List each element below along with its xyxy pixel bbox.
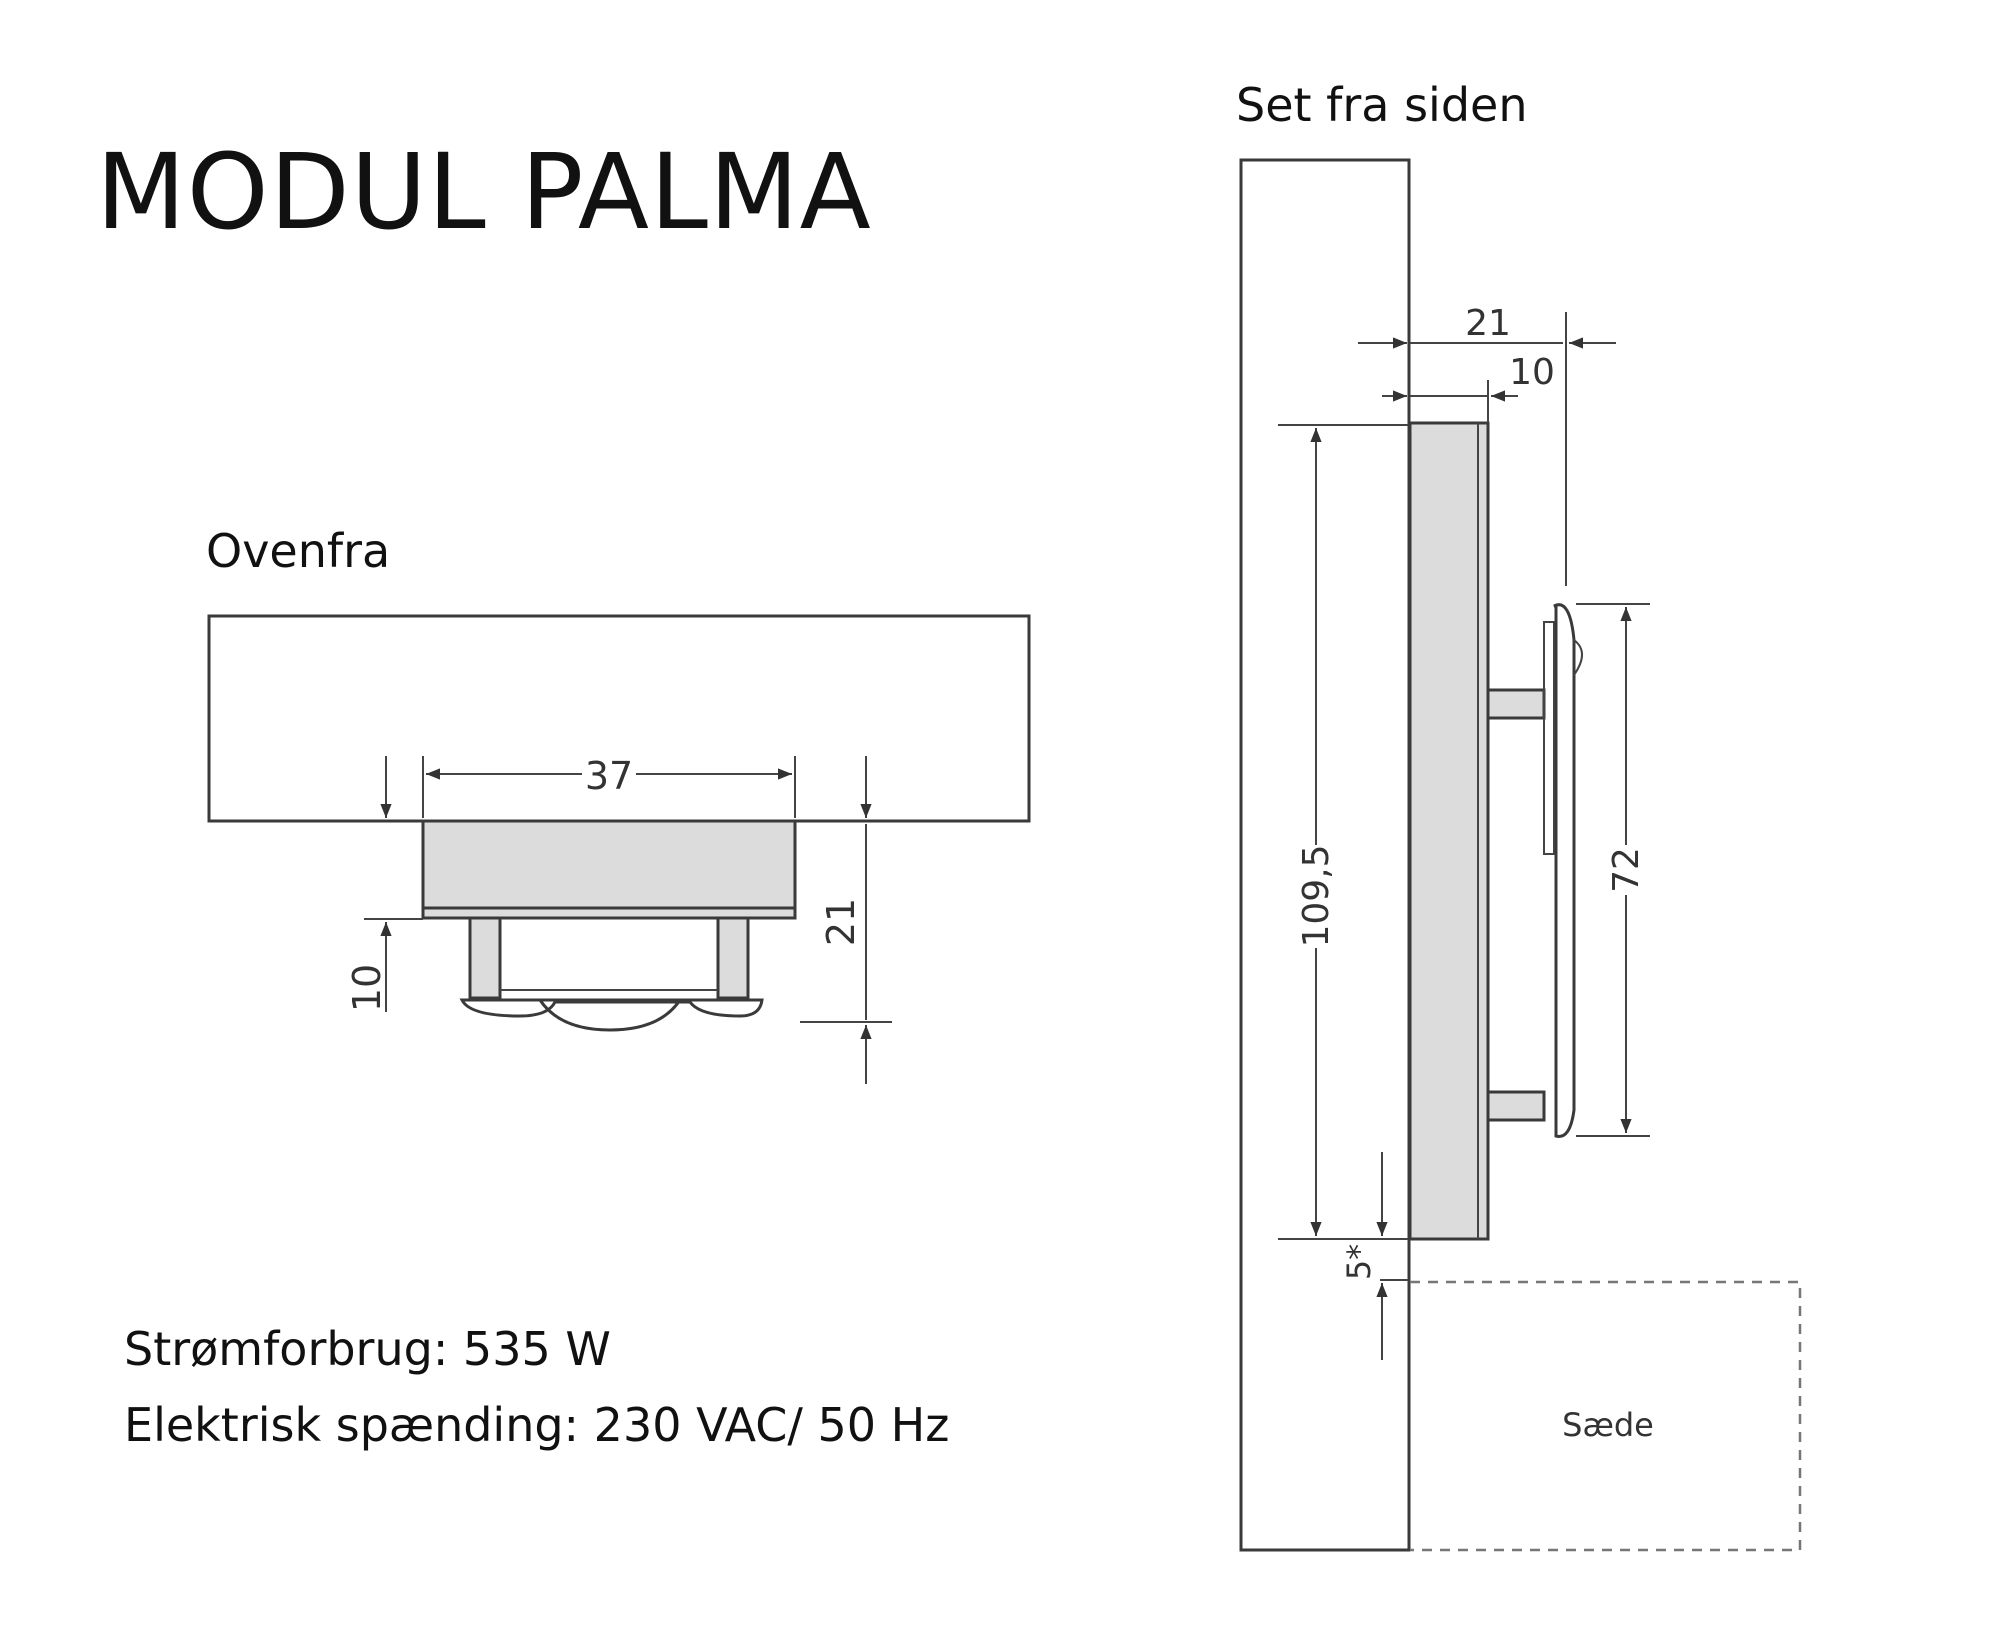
top-view-drawing: 37 10 21 — [207, 614, 1031, 1084]
dim-10-top: 10 — [345, 964, 389, 1012]
page-title: MODUL PALMA — [96, 131, 872, 253]
top-heater-body — [421, 819, 797, 919]
side-grill — [1553, 603, 1576, 1138]
side-view-drawing: 21 10 109,5 72 5* Sæde — [1239, 158, 1802, 1552]
dim-37: 37 — [585, 754, 633, 798]
voltage-spec: Elektrisk spænding: 230 VAC/ 50 Hz — [124, 1398, 950, 1452]
dim-10-side: 10 — [1509, 352, 1555, 393]
top-view-label: Ovenfra — [206, 524, 391, 578]
dim-21-top: 21 — [819, 898, 863, 946]
seat-outline — [1410, 1280, 1802, 1552]
dim-72: 72 — [1606, 847, 1647, 893]
dim-21-side: 21 — [1465, 303, 1511, 344]
dim-109-5: 109,5 — [1296, 844, 1337, 947]
top-grill — [459, 998, 764, 1018]
seat-label: Sæde — [1562, 1406, 1654, 1444]
power-spec: Strømforbrug: 535 W — [124, 1322, 611, 1376]
side-view-label: Set fra siden — [1236, 78, 1528, 132]
side-heater-body — [1408, 421, 1490, 1241]
dim-5-star: 5* — [1340, 1244, 1378, 1280]
